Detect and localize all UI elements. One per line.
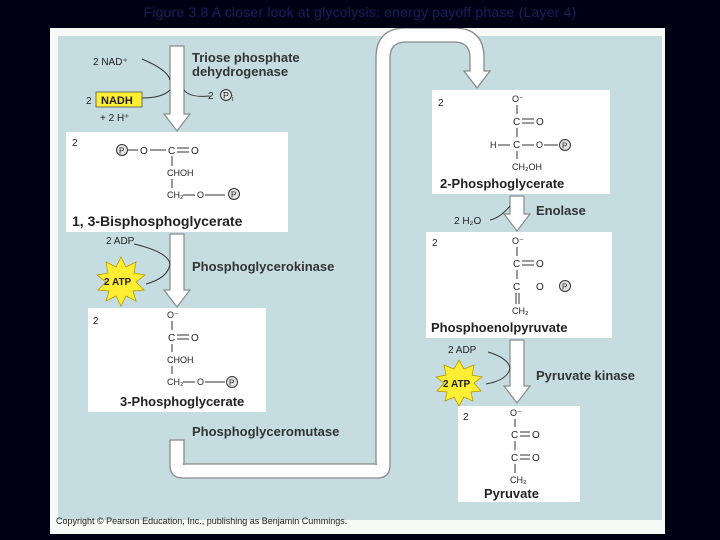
pi-p: P bbox=[223, 91, 229, 101]
o-minus-atom: O⁻ bbox=[510, 408, 522, 418]
pyruvate-count: 2 bbox=[463, 412, 469, 423]
ch2-group: CH₂ bbox=[512, 306, 529, 316]
2pg-box: 2 O⁻ C O H C O P CH₂OH 2-Phosphoglycerat… bbox=[432, 90, 610, 194]
atp-label: 2 ATP bbox=[104, 277, 132, 288]
p-atom: P bbox=[231, 191, 236, 200]
pi-sub: i bbox=[232, 96, 234, 103]
o-atom: O bbox=[140, 146, 148, 157]
c-atom: C bbox=[168, 333, 175, 344]
adp-curve-right bbox=[485, 351, 511, 385]
enzyme-phosphoglyceromutase: Phosphoglyceromutase bbox=[192, 424, 339, 439]
o-atom: O bbox=[532, 430, 540, 441]
slide-title: Figure 3.8 A closer look at glycolysis: … bbox=[143, 4, 577, 20]
nad-curve bbox=[141, 58, 171, 81]
pep-count: 2 bbox=[432, 238, 438, 249]
bpg-count: 2 bbox=[72, 138, 78, 149]
c-atom: C bbox=[513, 259, 520, 270]
pep-name: Phosphoenolpyruvate bbox=[431, 320, 568, 335]
p-atom: P bbox=[562, 283, 567, 292]
nad-label: 2 NAD⁺ bbox=[93, 57, 128, 68]
o-atom: O bbox=[191, 146, 199, 157]
c-atom: C bbox=[511, 430, 518, 441]
h-atom: H bbox=[490, 140, 497, 150]
ch2-group: CH₂ bbox=[167, 190, 184, 200]
enzyme-phosphoglycerokinase: Phosphoglycerokinase bbox=[192, 259, 334, 274]
glycolysis-payoff-diagram: 2 NAD⁺ Triose phosphate dehydrogenase 2 … bbox=[58, 28, 662, 520]
enzyme-triose-dehydrogenase-line2: dehydrogenase bbox=[192, 64, 288, 79]
2pg-name: 2-Phosphoglycerate bbox=[440, 176, 564, 191]
2pg-count: 2 bbox=[438, 98, 444, 109]
ch2-group: CH₂ bbox=[510, 475, 527, 485]
choh-group: CHOH bbox=[167, 168, 194, 178]
bpg-name: 1, 3-Bisphosphoglycerate bbox=[72, 213, 243, 229]
pi-curve bbox=[183, 89, 211, 97]
enzyme-triose-dehydrogenase-line1: Triose phosphate bbox=[192, 50, 300, 65]
3pg-box: 2 O⁻ C O CHOH CH₂ O P 3-Phosphoglycerate bbox=[88, 308, 266, 412]
c-atom: C bbox=[511, 453, 518, 464]
o-atom: O bbox=[197, 377, 204, 387]
o-atom: O bbox=[532, 453, 540, 464]
o-atom: O bbox=[536, 117, 544, 128]
o-atom: O bbox=[536, 282, 544, 293]
p-atom: P bbox=[119, 147, 124, 156]
c-atom: C bbox=[513, 282, 520, 293]
nadh-label: NADH bbox=[101, 95, 133, 107]
diagram-panel: 2 NAD⁺ Triose phosphate dehydrogenase 2 … bbox=[50, 28, 665, 534]
h-plus-label: + 2 H⁺ bbox=[100, 113, 129, 124]
o-atom: O bbox=[191, 333, 199, 344]
copyright-notice: Copyright © Pearson Education, Inc., pub… bbox=[56, 516, 348, 526]
c-atom: C bbox=[513, 117, 520, 128]
bpg-box: 2 P O C O CHOH CH₂ O P 1, 3-Bisphosphogl… bbox=[66, 132, 288, 232]
3pg-count: 2 bbox=[93, 316, 99, 327]
connector-arrow-icon bbox=[169, 28, 492, 479]
adp-curve bbox=[133, 243, 171, 285]
p-atom: P bbox=[562, 142, 567, 151]
3pg-name: 3-Phosphoglycerate bbox=[120, 394, 244, 409]
atp-label-right: 2 ATP bbox=[443, 379, 471, 390]
adp-label-right: 2 ADP bbox=[448, 345, 477, 356]
pyruvate-name: Pyruvate bbox=[484, 486, 539, 501]
reaction-arrow-icon bbox=[162, 233, 192, 308]
pyruvate-box: 2 O⁻ C O C O CH₂ Pyruvate bbox=[458, 406, 580, 502]
pep-box: 2 O⁻ C O C O P CH₂ Phosphoenolpyruvate bbox=[426, 232, 612, 338]
reaction-arrow-icon bbox=[502, 195, 532, 232]
o-minus-atom: O⁻ bbox=[512, 94, 524, 104]
water-label: 2 H₂O bbox=[454, 216, 481, 227]
o-atom: O bbox=[197, 190, 204, 200]
atp-starburst-icon bbox=[96, 256, 146, 307]
nadh-count: 2 bbox=[86, 96, 92, 107]
nadh-curve bbox=[141, 89, 171, 99]
enzyme-pyruvate-kinase: Pyruvate kinase bbox=[536, 368, 635, 383]
ch2oh-group: CH₂OH bbox=[512, 162, 542, 172]
choh-group: CHOH bbox=[167, 355, 194, 365]
reaction-arrow-icon bbox=[162, 45, 192, 132]
water-curve bbox=[489, 205, 511, 221]
o-atom: O bbox=[536, 140, 543, 150]
o-minus-atom: O⁻ bbox=[167, 310, 179, 320]
nadh-highlight bbox=[95, 91, 143, 108]
adp-label: 2 ADP bbox=[106, 236, 135, 247]
pi-count: 2 bbox=[208, 91, 214, 102]
o-atom: O bbox=[536, 259, 544, 270]
c-atom: C bbox=[513, 140, 520, 151]
o-minus-atom: O⁻ bbox=[512, 236, 524, 246]
enzyme-enolase: Enolase bbox=[536, 203, 586, 218]
c-atom: C bbox=[168, 146, 175, 157]
ch2-group: CH₂ bbox=[167, 377, 184, 387]
reaction-arrow-icon bbox=[502, 339, 532, 404]
p-atom: P bbox=[229, 379, 234, 388]
